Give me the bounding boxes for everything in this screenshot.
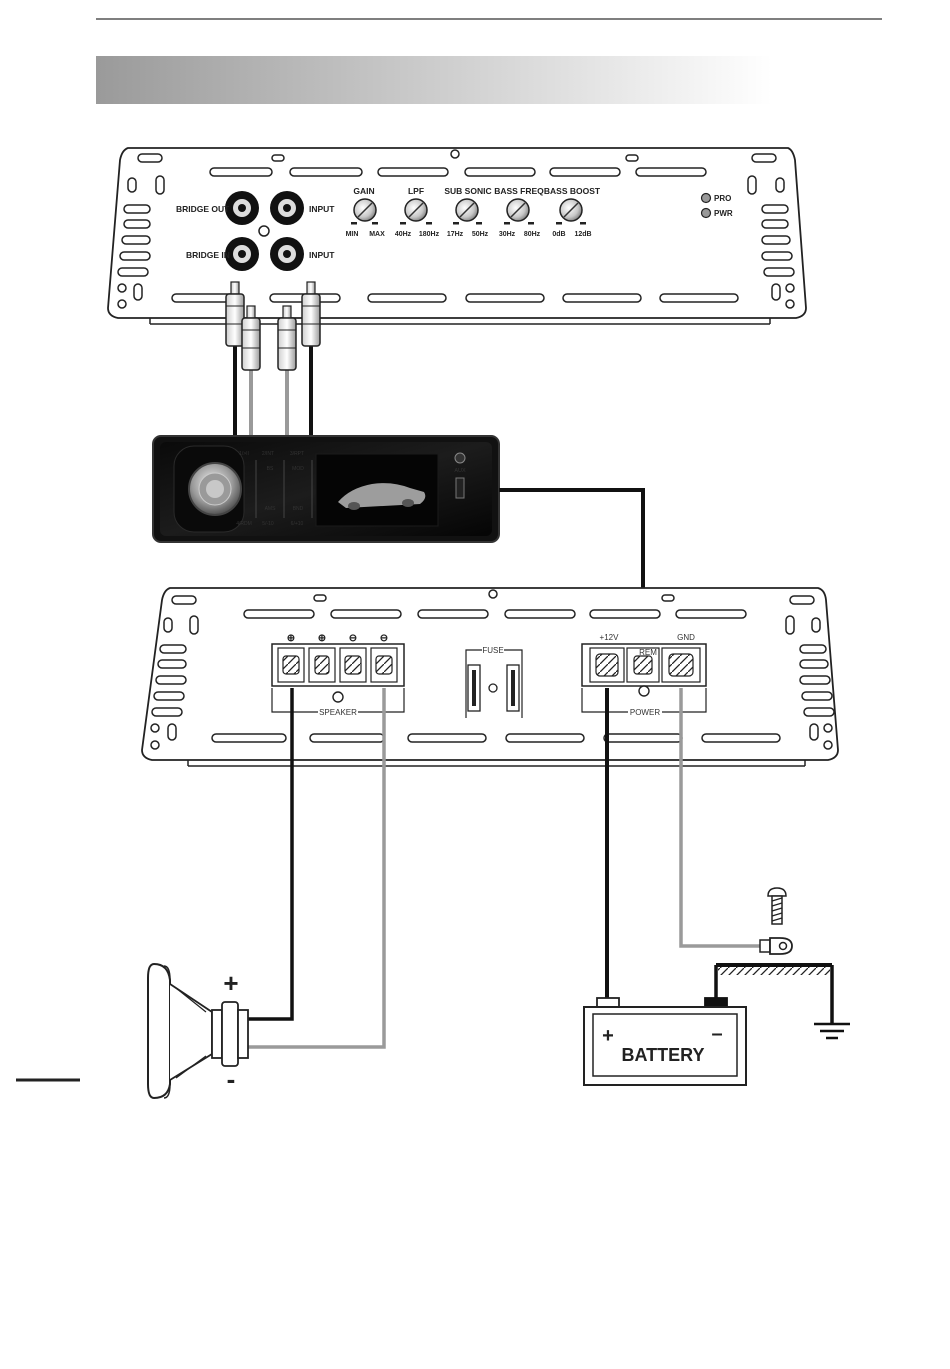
input-label-1: INPUT (309, 204, 335, 214)
speaker-screw-4[interactable] (376, 656, 392, 674)
aux-label: AUX (454, 468, 466, 474)
preset-1-button[interactable]: 1/>II (239, 451, 249, 457)
svg-text:SUB SONIC: SUB SONIC (444, 186, 491, 196)
rem-terminal-screw[interactable] (634, 656, 652, 674)
usb-port[interactable] (456, 478, 464, 498)
svg-text:MAX: MAX (369, 231, 385, 238)
pro-led: PRO (702, 194, 732, 204)
pwr-led: PWR (702, 209, 733, 219)
input-jack-2[interactable] (270, 237, 304, 271)
speaker-label: SPEAKER (319, 708, 357, 717)
input-jack-1[interactable] (270, 191, 304, 225)
battery-plus-icon: + (602, 1025, 614, 1047)
preset-5-button[interactable]: 5/-10 (262, 521, 274, 527)
svg-text:80Hz: 80Hz (524, 231, 541, 238)
battery-minus-icon: – (711, 1023, 722, 1045)
screw-icon (768, 888, 786, 924)
bridge-out-label: BRIDGE OUT (176, 204, 230, 214)
aux-jack[interactable] (455, 453, 465, 463)
speaker-minus-1-icon: ⊖ (349, 633, 357, 644)
bridge-in-jack[interactable] (225, 237, 259, 271)
svg-text:12dB: 12dB (574, 231, 591, 238)
gnd-terminal-screw[interactable] (669, 654, 693, 676)
svg-text:MIN: MIN (346, 231, 359, 238)
svg-text:BASS BOOST: BASS BOOST (544, 186, 601, 196)
speaker-screw-2[interactable] (315, 656, 329, 674)
bridge-out-jack[interactable] (225, 191, 259, 225)
ring-terminal-icon (760, 938, 792, 954)
ams-button[interactable]: AMS (265, 506, 277, 512)
input-label-2: INPUT (309, 250, 335, 260)
preset-6-button[interactable]: 6/+10 (291, 521, 304, 527)
svg-text:0dB: 0dB (552, 231, 565, 238)
preset-2-button[interactable]: 2/INT (262, 451, 274, 457)
preset-3-button[interactable]: 3/RPT (290, 451, 304, 457)
bs-button[interactable]: BS (267, 466, 274, 472)
speaker-screw-1[interactable] (283, 656, 299, 674)
svg-text:PWR: PWR (714, 209, 733, 218)
svg-text:LPF: LPF (408, 186, 424, 196)
battery-label: BATTERY (622, 1045, 705, 1065)
svg-text:50Hz: 50Hz (472, 231, 489, 238)
fuse-label: FUSE (482, 646, 503, 655)
power-label: POWER (630, 708, 660, 717)
svg-text:40Hz: 40Hz (395, 231, 412, 238)
subwoofer-speaker: + - (148, 964, 248, 1098)
gnd-label: GND (677, 633, 695, 642)
bridge-in-label: BRIDGE IN (186, 250, 230, 260)
rem-label: REM (639, 648, 657, 657)
speaker-screw-3[interactable] (345, 656, 361, 674)
battery: + – BATTERY (584, 998, 746, 1085)
svg-text:GAIN: GAIN (353, 186, 374, 196)
speaker-minus-2-icon: ⊖ (380, 633, 388, 644)
mod-button[interactable]: MOD (292, 466, 304, 472)
amplifier-bottom: ⊕ ⊕ ⊖ ⊖ SPEAKER FUSE (142, 588, 838, 766)
svg-text:30Hz: 30Hz (499, 231, 516, 238)
bnd-button[interactable]: BND (293, 506, 304, 512)
preset-4-button[interactable]: 4/RDM (236, 521, 252, 527)
12v-terminal-screw[interactable] (596, 654, 618, 676)
speaker-plus-2-icon: ⊕ (318, 633, 326, 644)
svg-text:BASS FREQ: BASS FREQ (494, 186, 544, 196)
12v-label: +12V (600, 633, 620, 642)
speaker-plus-1-icon: ⊕ (287, 633, 295, 644)
amplifier-top: BRIDGE OUT BRIDGE IN INPUT INPUT GAIN MI… (108, 148, 806, 324)
speaker-minus-icon: - (227, 1064, 236, 1094)
svg-text:PRO: PRO (714, 194, 731, 203)
svg-text:180Hz: 180Hz (419, 231, 440, 238)
ground-screw-icon (259, 226, 269, 236)
section-header-bar (96, 56, 772, 104)
head-unit: AUX 1/>II 2/INT 3/RPT BS AMS MOD BND 4/R… (153, 436, 499, 542)
svg-text:17Hz: 17Hz (447, 231, 464, 238)
speaker-plus-icon: + (223, 968, 238, 998)
